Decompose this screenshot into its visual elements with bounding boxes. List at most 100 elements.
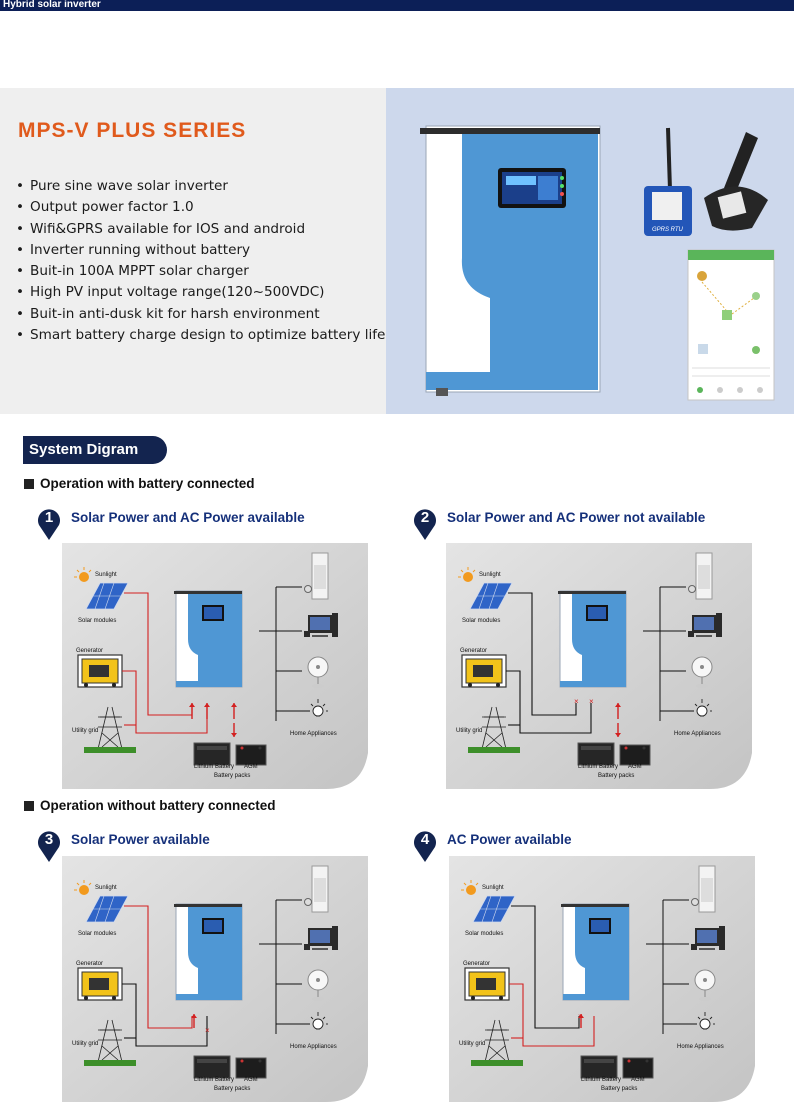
feature-item: Inverter running without battery xyxy=(16,240,385,261)
case-number: 2 xyxy=(420,509,430,526)
agm-label: AGM xyxy=(631,1077,645,1083)
case-number: 1 xyxy=(44,509,54,526)
fan-icon xyxy=(694,969,716,1001)
light-bulb-icon xyxy=(308,1012,328,1030)
diagram-case-4: × Sunlight Solar modules Generator Utili… xyxy=(449,856,755,1102)
solar-modules-label: Solar modules xyxy=(465,931,504,937)
square-bullet-icon xyxy=(24,479,34,489)
solar-panel-icon xyxy=(472,895,516,923)
location-pin-icon xyxy=(414,831,436,862)
utility-grid-label: Utility grid xyxy=(72,728,99,734)
air-conditioner-icon xyxy=(688,552,713,600)
inverter-image xyxy=(420,125,601,396)
feature-item: Wifi&GPRS available for IOS and android xyxy=(16,219,385,240)
generator-label: Generator xyxy=(76,648,104,654)
sun-icon xyxy=(458,567,476,582)
app-screenshot-image xyxy=(687,249,775,401)
air-conditioner-icon xyxy=(304,865,329,913)
battery-packs-label: Battery packs xyxy=(214,1086,251,1092)
feature-item: Output power factor 1.0 xyxy=(16,197,385,218)
solar-modules-label: Solar modules xyxy=(462,618,501,624)
output-wiring xyxy=(646,899,697,1034)
arrow-head-icon xyxy=(191,1014,197,1018)
output-wiring xyxy=(259,586,310,721)
computer-icon xyxy=(691,926,725,950)
utility-pylon-icon xyxy=(97,706,123,750)
utility-pylon-icon xyxy=(484,1019,510,1063)
case-number: 3 xyxy=(44,831,54,848)
feature-item: Smart battery charge design to optimize … xyxy=(16,325,385,346)
status-marks: × xyxy=(578,1012,583,1021)
status-marks: × xyxy=(205,1026,210,1035)
sun-icon xyxy=(74,567,92,582)
status-marks: ×× xyxy=(574,697,594,706)
system-diagram-drawing: ×× xyxy=(446,543,752,789)
blocked-x-mark: × xyxy=(578,1012,583,1021)
grass-strip xyxy=(84,747,136,753)
grass-strip xyxy=(84,1060,136,1066)
square-bullet-icon xyxy=(24,801,34,811)
output-wiring xyxy=(259,899,310,1034)
agm-label: AGM xyxy=(244,764,258,770)
feature-item: Buit-in 100A MPPT solar charger xyxy=(16,261,385,282)
utility-grid-label: Utility grid xyxy=(456,728,483,734)
section-heading-text: Operation with battery connected xyxy=(40,476,255,491)
generator-icon xyxy=(461,654,507,688)
case-number: 4 xyxy=(420,831,430,848)
computer-icon xyxy=(304,926,338,950)
arrow-head-icon xyxy=(204,703,210,707)
solar-panel-icon xyxy=(469,582,513,610)
grass-strip xyxy=(468,747,520,753)
solar-modules-label: Solar modules xyxy=(78,931,117,937)
air-conditioner-icon xyxy=(691,865,716,913)
input-wiring xyxy=(122,905,208,1047)
hero-text-panel: MPS-V PLUS SERIES Pure sine wave solar i… xyxy=(0,88,386,414)
system-diagram-title: System Digram xyxy=(23,436,167,464)
wire-segment xyxy=(122,983,208,1047)
feature-item: Buit-in anti-dusk kit for harsh environm… xyxy=(16,304,385,325)
top-banner: Hybrid solar inverter xyxy=(0,0,794,11)
battery-packs-label: Battery packs xyxy=(601,1086,638,1092)
series-title: MPS-V PLUS SERIES xyxy=(18,119,247,142)
generator-icon xyxy=(464,967,510,1001)
banner-title: Hybrid solar inverter xyxy=(3,0,101,10)
section-heading-without-battery: Operation without battery connected xyxy=(24,798,276,813)
fan-icon xyxy=(307,969,329,1001)
blocked-x-mark: × xyxy=(589,697,594,706)
arrow-head-icon xyxy=(231,733,237,737)
home-appliances-label: Home Appliances xyxy=(674,731,721,737)
hero-image-panel: GPRS RTU xyxy=(386,88,794,414)
wire-segment xyxy=(506,670,592,734)
input-wiring xyxy=(506,592,621,737)
lithium-battery-label: Lithium Battery xyxy=(194,764,235,770)
input-wiring xyxy=(509,905,595,1047)
utility-pylon-icon xyxy=(481,706,507,750)
diagram-case-3: × Sunlight Solar modules Generator Utili… xyxy=(62,856,368,1102)
input-wiring xyxy=(122,592,237,737)
location-pin-icon xyxy=(414,509,436,540)
inverter-icon xyxy=(174,903,243,1001)
battery-pack-icon xyxy=(580,1055,654,1079)
feature-item: Pure sine wave solar inverter xyxy=(16,176,385,197)
arrow-head-icon xyxy=(189,703,195,707)
sun-icon xyxy=(74,880,92,895)
generator-icon xyxy=(77,654,123,688)
sunlight-label: Sunlight xyxy=(479,572,501,578)
lithium-battery-label: Lithium Battery xyxy=(194,1077,235,1083)
arrow-head-icon xyxy=(578,1014,584,1018)
home-appliances-label: Home Appliances xyxy=(677,1044,724,1050)
grass-strip xyxy=(471,1060,523,1066)
location-pin-icon xyxy=(38,831,60,862)
wire-segment xyxy=(124,905,193,1029)
feature-list: Pure sine wave solar inverter Output pow… xyxy=(16,176,385,346)
section-heading-with-battery: Operation with battery connected xyxy=(24,476,255,491)
section-heading-text: Operation without battery connected xyxy=(40,798,276,813)
home-appliances-label: Home Appliances xyxy=(290,1044,337,1050)
gprs-module-image: GPRS RTU xyxy=(644,127,692,236)
feature-item: High PV input voltage range(120~500VDC) xyxy=(16,282,385,303)
diagram-case-1: Sunlight Solar modules Generator Utility… xyxy=(62,543,368,789)
solar-modules-label: Solar modules xyxy=(78,618,117,624)
battery-packs-label: Battery packs xyxy=(214,773,251,779)
home-appliances-label: Home Appliances xyxy=(290,731,337,737)
generator-label: Generator xyxy=(463,961,491,967)
